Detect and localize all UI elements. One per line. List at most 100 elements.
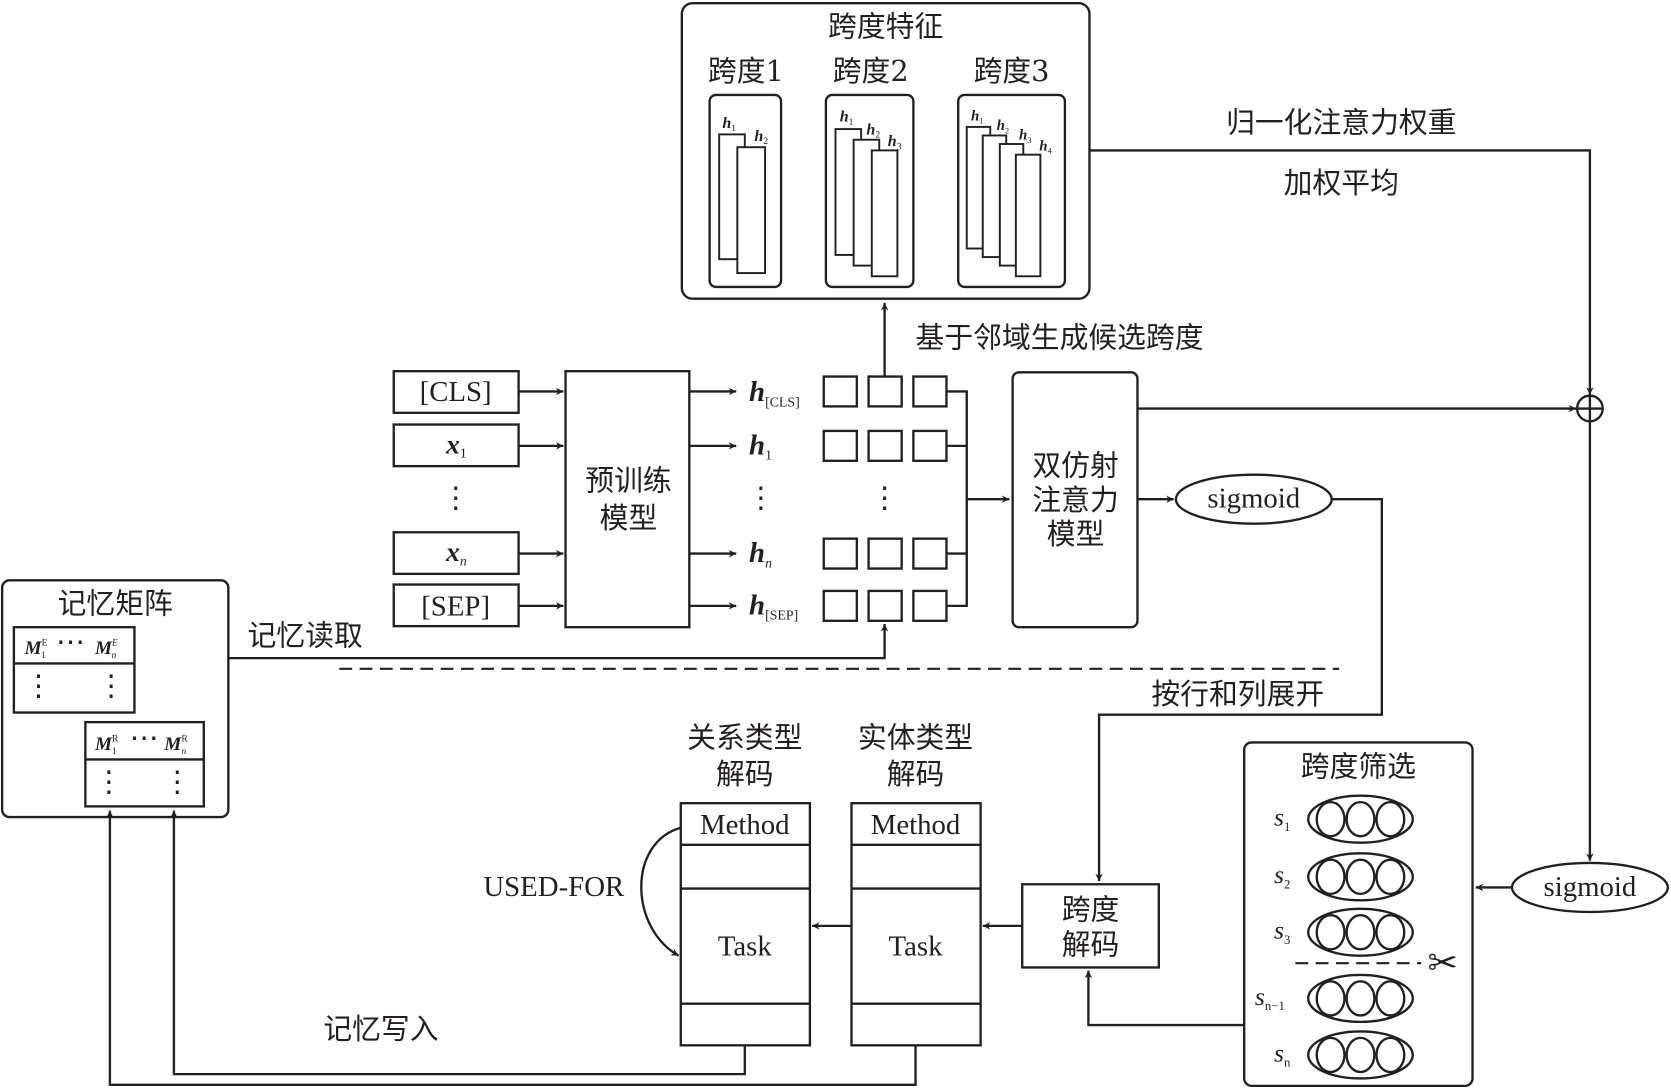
hidden-hn: hn [749,537,772,570]
span3-vector-4 [1014,153,1042,278]
span-features-title: 跨度特征 [828,9,943,43]
entity-task-cell: Task [889,931,944,963]
span-filter-token-circle [1375,1036,1406,1074]
pretrained-model-line1: 预训练 [585,464,671,498]
span2-h3: h3 [888,133,902,152]
span-filter-item: s1 [1274,794,1414,844]
span1-label: 跨度1 [708,54,784,88]
span2-vector-3 [870,149,899,278]
span1-h1: h1 [722,115,736,134]
span2-h1: h1 [840,109,854,128]
span1-vector-2 [736,146,767,275]
span-filter-token-circle [1315,800,1346,838]
span-filter-token-circle [1345,1036,1376,1074]
span2-label: 跨度2 [833,54,909,88]
cell [867,537,903,570]
biaffine-line2: 注意力 [1032,483,1118,517]
input-ellipsis: ⋮ [441,483,470,515]
input-x1-label: x1 [445,428,467,460]
cell [822,537,859,570]
span-filter-token-circle [1315,1036,1346,1074]
cell [822,375,859,408]
span-filter-token-circle [1315,858,1346,896]
expand-rows-cols-label: 按行和列展开 [1151,677,1324,711]
arrow-sigmoid-to-span-decoder [1095,498,1384,882]
span-filter-item: s2 [1274,852,1414,902]
cell [912,429,948,462]
entity-memory-ellipsis: ⋯ [56,627,85,659]
hidden-hsep: h[SEP] [749,589,798,622]
span3-h2: h2 [997,118,1010,135]
entity-method-cell: Method [871,809,961,841]
relation-decoder-title-1: 关系类型 [687,721,802,755]
cell [867,589,903,622]
entity-decoder-table: Method Task [850,802,982,1047]
pretrained-model-line2: 模型 [600,501,658,535]
memory-read-label: 记忆读取 [248,618,363,652]
input-tokens: [CLS] x1 ⋮ xn [SEP] [392,370,520,628]
memory-write-entity-arrow [106,810,917,1086]
relation-task-cell: Task [718,931,773,963]
cells-bracket [946,390,968,608]
hidden-h1: h1 [749,429,772,462]
span-filter-token-circle [1345,980,1376,1017]
span-filter-token-circle [1345,858,1376,896]
span-filter-item-label: sn [1274,1038,1291,1069]
relation-memory-vdots-1: ⋮ [94,766,123,798]
input-xn-box [392,531,520,576]
input-sep-label: [SEP] [421,590,490,622]
span-filter-item: s3 [1274,907,1414,957]
biaffine-line3: 模型 [1047,517,1105,551]
relation-decoder-frame [679,802,812,1047]
span-features-panel: 跨度特征 跨度1 h1 h2 跨度2 h1 h2 h3 跨度3 h1 h2 h3… [680,2,1091,300]
span-filter-item: sn−1 [1255,973,1414,1024]
span3-h4: h4 [1039,138,1052,155]
input-cls-box [392,370,520,414]
weighted-average-label: 加权平均 [1284,166,1399,200]
relation-decoder-table: Method Task [679,802,812,1047]
hidden-ellipsis: ⋮ [746,483,775,515]
span-filter-items: s1 s2 s3 sn−1 sn [1255,794,1414,1080]
neighborhood-candidate-spans-label: 基于邻域生成候选跨度 [916,321,1204,355]
span-filter-token-circle [1375,914,1406,951]
scissors-icon: ✂ [1427,941,1457,984]
span-filter-item-label: s3 [1274,916,1290,947]
relation-decoder-title-2: 解码 [716,757,774,791]
relation-memory-ellipsis: ⋯ [130,723,159,755]
span-filter-item: sn [1274,1030,1414,1080]
span-filter-item-label: s1 [1274,803,1290,834]
biaffine-line1: 双仿射 [1032,449,1118,483]
entity-memory-table [12,626,136,714]
memory-matrix-title: 记忆矩阵 [58,586,173,620]
arrow-filter-to-span-decoder [1084,970,1245,1027]
cell [912,375,948,408]
cells-ellipsis: ⋮ [870,483,899,515]
cell [912,589,948,622]
entity-decoder-frame [850,802,982,1047]
input-xn-label: xn [445,536,467,568]
span-decoder-line2: 解码 [1062,928,1120,962]
input-x1-box [392,423,520,468]
span-filter-token-circle [1315,980,1346,1017]
entity-decoder-title-2: 解码 [887,757,945,791]
span-decoder-line1: 跨度 [1062,892,1120,926]
input-sep-box [392,583,520,628]
memory-read-arrow [228,623,889,660]
pretrained-model-box [564,370,691,629]
span-filter-token-circle [1345,914,1376,951]
span-filter-token-circle [1375,858,1406,896]
cell [912,537,948,570]
span-decoder-box [1021,883,1160,969]
span3-label: 跨度3 [974,54,1050,88]
memory-write-relation-arrow [170,810,746,1076]
span-filter-token-circle [1375,800,1406,838]
memory-write-label: 记忆写入 [323,1012,438,1046]
used-for-label: USED-FOR [483,871,625,903]
cell [867,429,903,462]
